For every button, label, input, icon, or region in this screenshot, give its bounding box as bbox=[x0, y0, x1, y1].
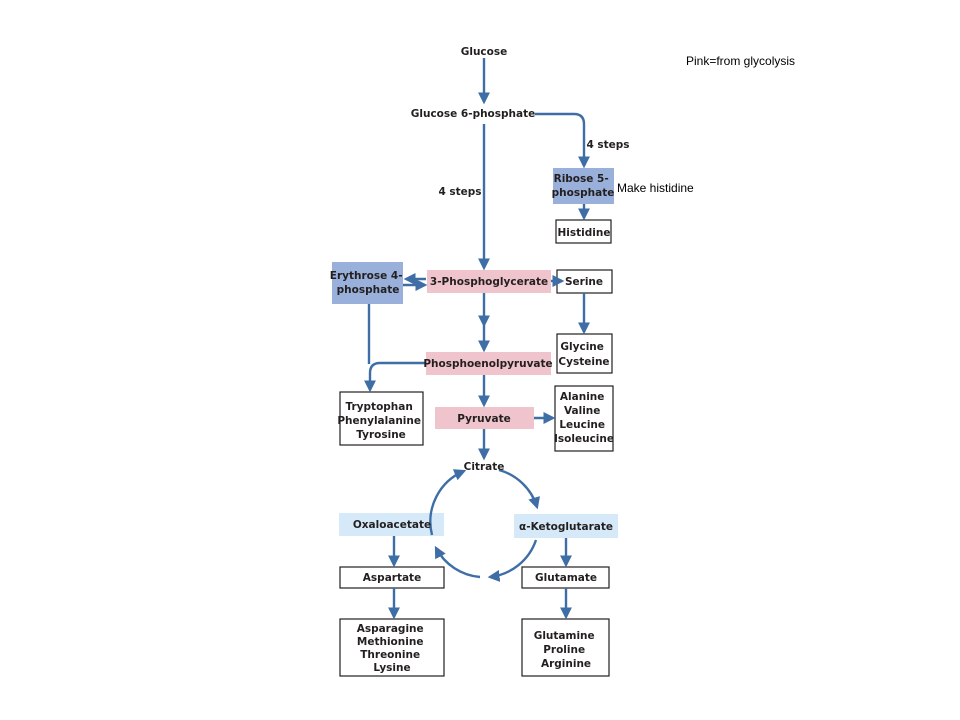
glutamate-family-label: Glutamine Proline Arginine bbox=[534, 630, 599, 670]
histidine-label: Histidine bbox=[558, 227, 611, 239]
glycine-cysteine-label: Glycine Cysteine bbox=[558, 341, 609, 368]
pyruvate-box bbox=[435, 407, 534, 429]
phosphoenolpyruvate-label: Phosphoenolpyruvate bbox=[423, 358, 552, 370]
erythrose-4-phosphate-box bbox=[332, 262, 403, 304]
steps-label-left: 4 steps bbox=[438, 186, 481, 198]
aspartate-family-label: Asparagine Methionine Threonine Lysine bbox=[357, 623, 428, 674]
erythrose-4-phosphate-label: Erythrose 4- phosphate bbox=[330, 270, 406, 296]
ribose-5-phosphate-label: Ribose 5- phosphate bbox=[552, 173, 615, 199]
oxaloacetate-label: Oxaloacetate bbox=[353, 519, 431, 531]
pyruvate-label: Pyruvate bbox=[457, 413, 510, 425]
glycine-cysteine-box bbox=[556, 333, 613, 374]
3-phosphoglycerate-label: 3-Phosphoglycerate bbox=[430, 276, 548, 288]
side-note-make-histidine: Make histidine bbox=[617, 181, 694, 195]
alpha-ketoglutarate-box bbox=[514, 514, 618, 538]
serine-label: Serine bbox=[565, 276, 603, 288]
oxaloacetate-box bbox=[339, 513, 444, 536]
legend-note-pink-glycolysis: Pink=from glycolysis bbox=[686, 54, 795, 68]
ribose-5-phosphate-box bbox=[553, 168, 614, 204]
alpha-ketoglutarate-label: α-Ketoglutarate bbox=[519, 521, 613, 533]
flow-arrows bbox=[364, 58, 590, 620]
aromatic-amino-acids-box bbox=[339, 391, 424, 446]
aromatic-amino-acids-label: Tryptophan Phenylalanine Tyrosine bbox=[337, 401, 424, 441]
glutamate-label: Glutamate bbox=[535, 572, 597, 584]
glucose-label: Glucose bbox=[461, 46, 508, 58]
citrate-label: Citrate bbox=[464, 461, 505, 473]
pyruvate-family-label: Alanine Valine Leucine Isoleucine bbox=[554, 391, 614, 445]
glucose-6-phosphate-label: Glucose 6-phosphate bbox=[411, 108, 536, 120]
aspartate-family-box bbox=[339, 618, 445, 677]
3-phosphoglycerate-box bbox=[427, 270, 551, 293]
phosphoenolpyruvate-box bbox=[426, 352, 551, 375]
steps-label-right: 4 steps bbox=[586, 139, 629, 151]
aspartate-label: Aspartate bbox=[363, 572, 421, 584]
